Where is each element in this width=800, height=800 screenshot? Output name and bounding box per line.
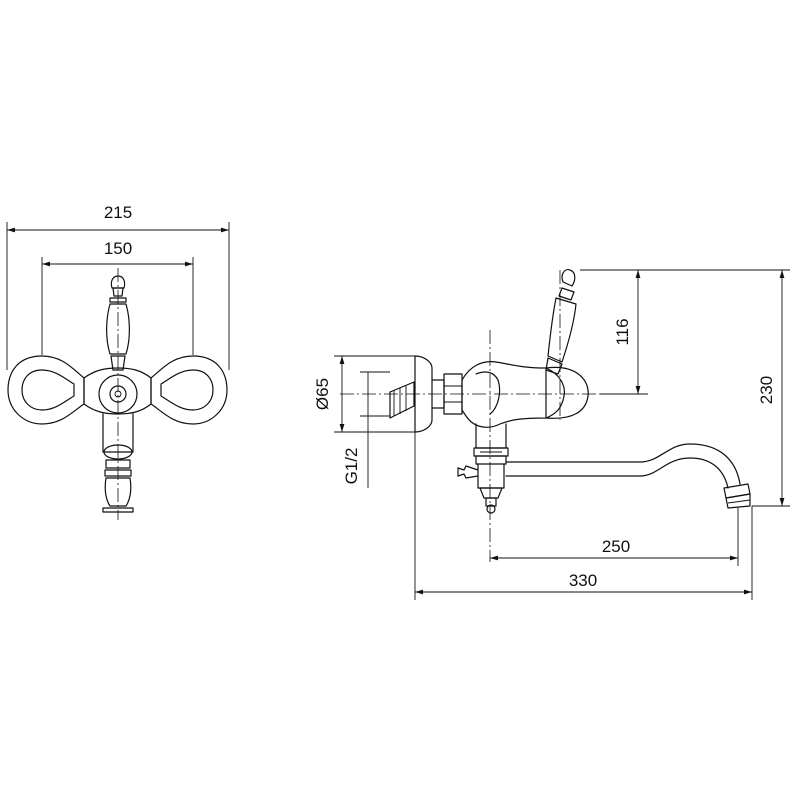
hex-nut	[443, 373, 463, 415]
dim-label-thread: G1/2	[342, 448, 361, 485]
dimension-spout-reach: 250	[490, 508, 739, 566]
dimension-total-height: 230	[648, 269, 790, 507]
dim-label-230: 230	[757, 376, 776, 404]
dimension-flange-diameter: Ø65	[313, 355, 415, 433]
dim-label-250: 250	[602, 537, 630, 556]
dimension-overall-width: 215	[6, 203, 230, 370]
dim-label-116: 116	[613, 318, 632, 345]
dimension-total-depth: 330	[414, 432, 753, 600]
right-flange-disc	[150, 355, 228, 425]
mixer-body-side	[461, 361, 589, 428]
mixer-body-front	[83, 367, 152, 415]
wall-connection	[389, 381, 415, 419]
spout-outlet-front	[102, 413, 134, 513]
dimension-handle-height: 116	[580, 269, 648, 395]
dim-label-150: 150	[104, 239, 132, 258]
dim-label-215: 215	[104, 203, 132, 222]
dimension-thread: G1/2	[342, 371, 390, 488]
side-view: Ø65 G1/2	[313, 269, 790, 600]
dim-label-diameter: Ø65	[313, 378, 332, 410]
lever-handle-side	[545, 269, 577, 375]
dim-label-330: 330	[569, 571, 597, 590]
dimension-center-distance: 150	[41, 239, 194, 355]
swivel-spout	[505, 443, 751, 509]
lever-handle-front	[106, 275, 130, 371]
left-flange-disc	[7, 355, 85, 425]
front-view: 215 150	[6, 203, 230, 520]
spout-connector	[457, 423, 509, 514]
